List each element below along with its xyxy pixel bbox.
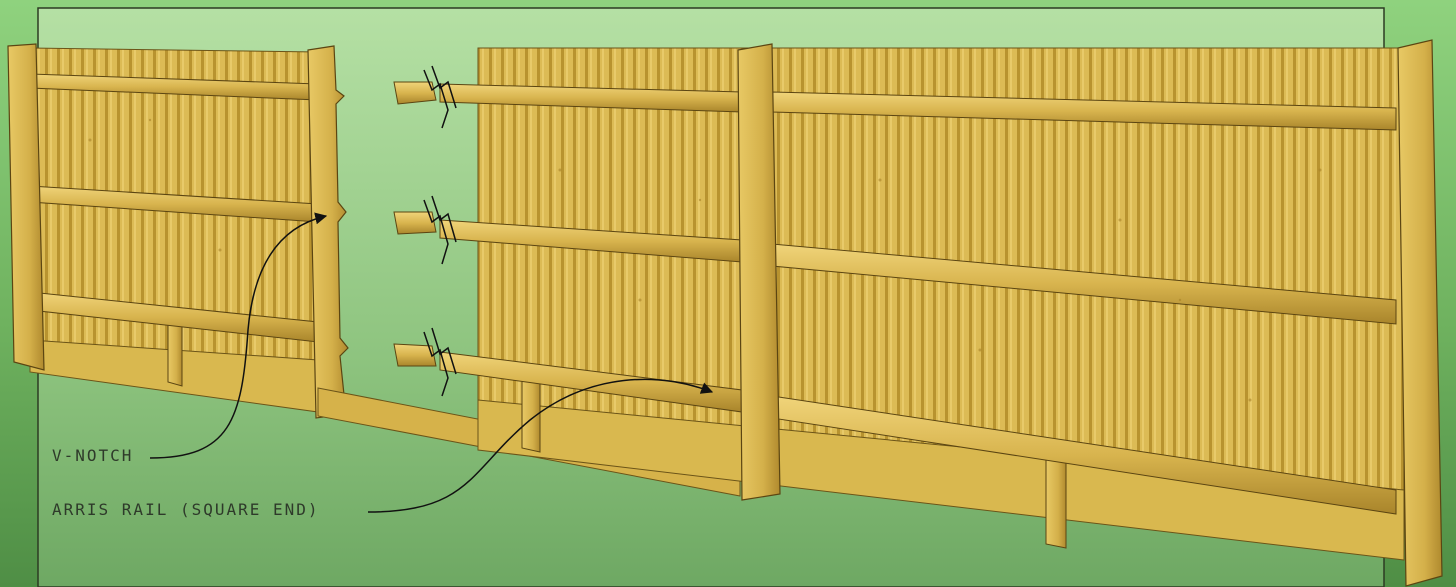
v-notch-label: V-NOTCH — [52, 446, 133, 465]
arris-rail-label: ARRIS RAIL (SQUARE END) — [52, 500, 320, 519]
